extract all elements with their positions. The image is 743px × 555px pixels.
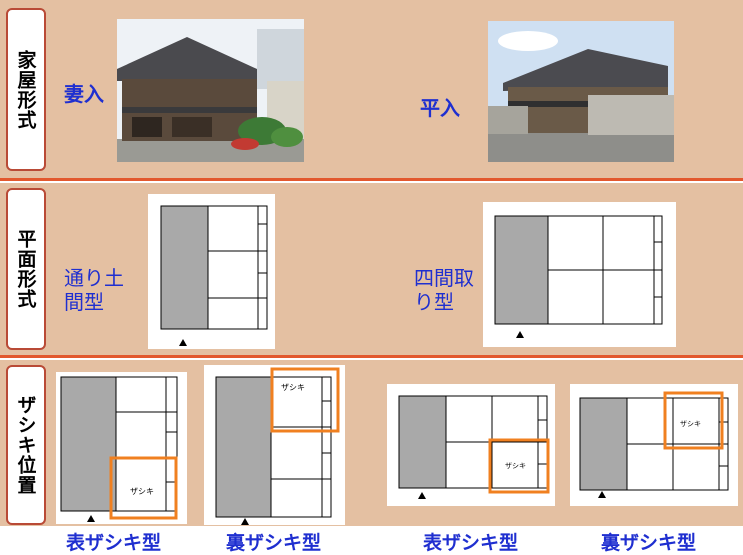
zashiki-box-label: ザシキ [680, 420, 701, 428]
row-label-text: ザシキ位置 [14, 395, 37, 495]
toridoma-label-2: 間型 [64, 290, 104, 314]
hirairi-label: 平入 [420, 96, 460, 120]
toridoma-label-1: 通り土 [64, 266, 124, 290]
zashiki-box-label: ザシキ [281, 383, 305, 392]
tsumairi-house-photo [117, 19, 304, 162]
omote-zashiki-diagram-1: ザシキ [56, 372, 187, 524]
divider-1 [0, 178, 743, 181]
zashiki-box-label: ザシキ [130, 487, 154, 496]
row-label-text: 平面形式 [14, 229, 37, 309]
caption-omote-zashiki-1: 表ザシキ型 [66, 532, 162, 554]
row-label-house-form: 家屋形式 [6, 8, 46, 171]
hirairi-house-photo [488, 21, 674, 162]
omote-zashiki-diagram-2: ザシキ [387, 384, 555, 506]
caption-ura-zashiki-2: 裏ザシキ型 [601, 532, 697, 554]
divider-2 [0, 355, 743, 358]
yomadori-plan-diagram [483, 202, 676, 347]
zashiki-box-label: ザシキ [505, 462, 526, 470]
caption-omote-zashiki-2: 表ザシキ型 [423, 532, 519, 554]
caption-ura-zashiki-1: 裏ザシキ型 [226, 532, 322, 554]
yomadori-label-1: 四間取 [414, 266, 474, 290]
row-label-zashiki: ザシキ位置 [6, 365, 46, 525]
ura-zashiki-diagram-1: ザシキ [204, 365, 345, 525]
yomadori-label-2: り型 [414, 290, 454, 314]
tsumairi-label: 妻入 [64, 82, 104, 106]
row-label-plan-form: 平面形式 [6, 188, 46, 350]
toridoma-plan-diagram [148, 194, 275, 349]
row-label-text: 家屋形式 [14, 49, 37, 130]
ura-zashiki-diagram-2: ザシキ [570, 384, 738, 506]
